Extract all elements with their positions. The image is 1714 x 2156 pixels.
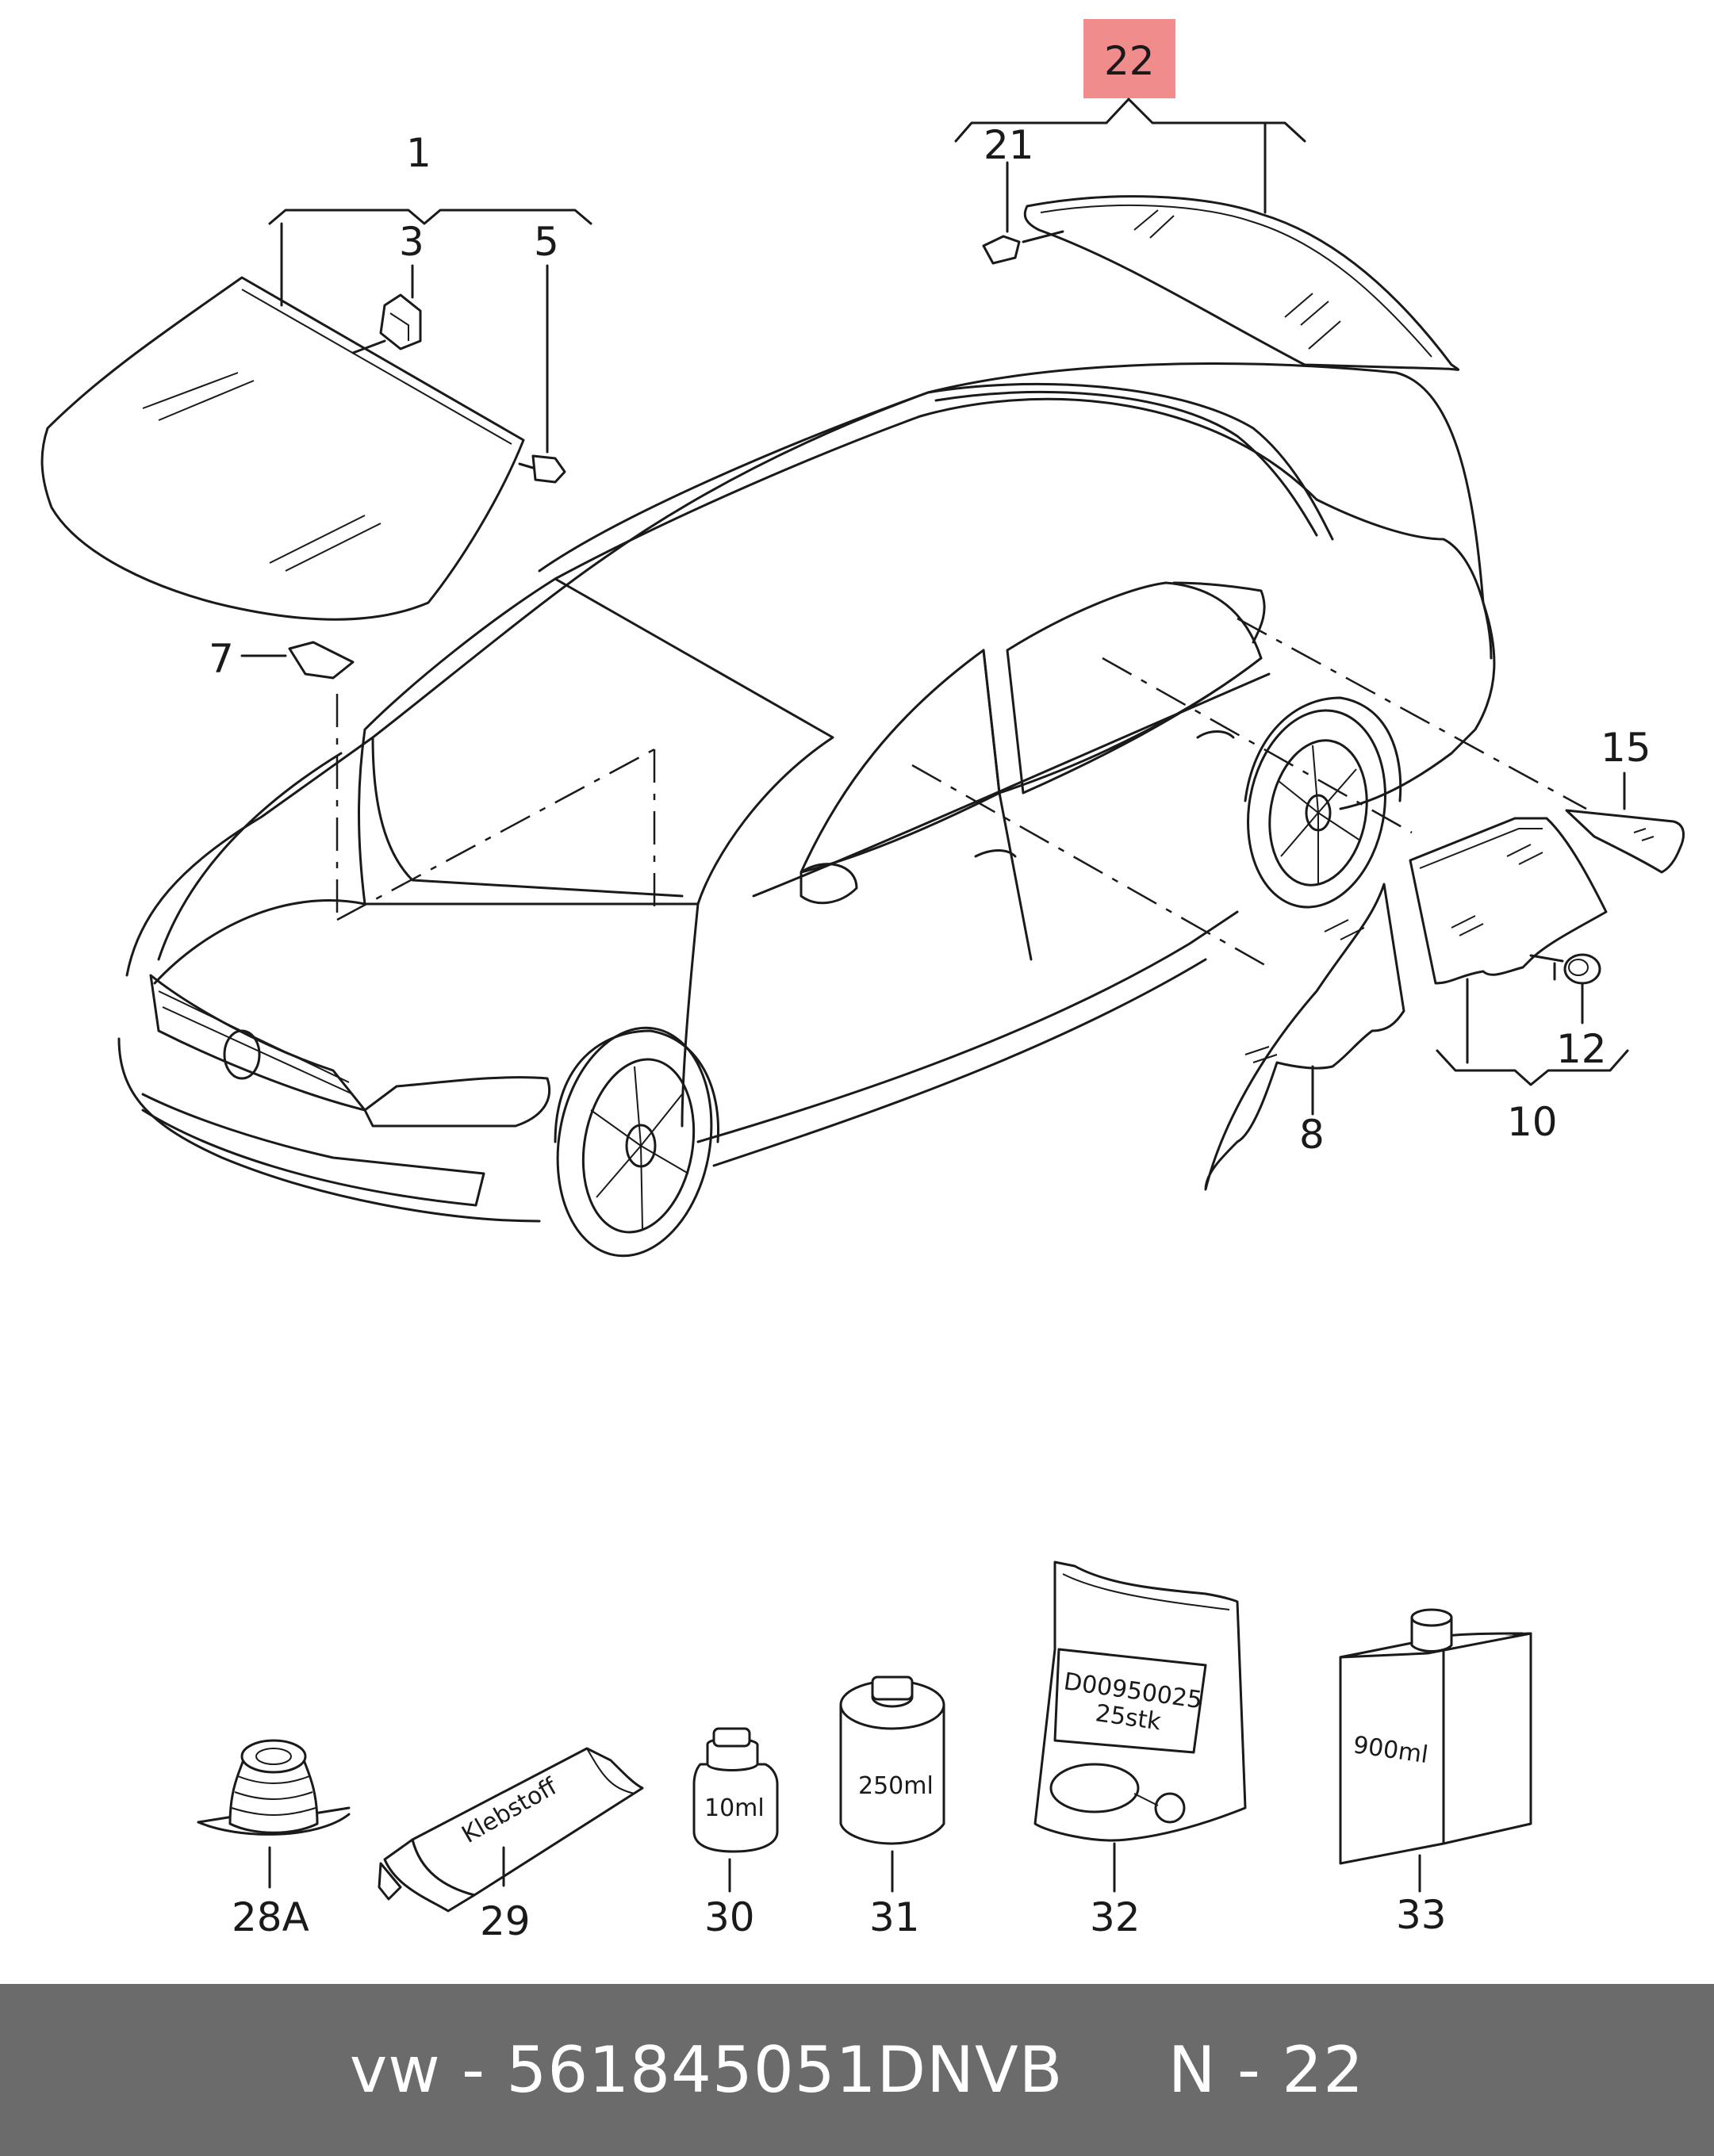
rear-window-part <box>1023 195 1460 371</box>
clip-21 <box>982 161 1064 265</box>
callout-5: 5 <box>534 219 559 265</box>
callout-33: 33 <box>1396 1892 1447 1938</box>
callout-7: 7 <box>209 636 234 682</box>
car-outline <box>117 362 1496 1258</box>
clip-5 <box>518 264 566 484</box>
tube-29: Klebstoff <box>378 1747 644 1913</box>
sensor-7 <box>240 641 355 680</box>
bush-12 <box>1529 953 1601 1024</box>
callout-1: 1 <box>406 130 431 176</box>
rear-door-glass-10 <box>1409 817 1608 1064</box>
callout-12: 12 <box>1556 1026 1607 1072</box>
front-door-glass-8 <box>1204 883 1405 1191</box>
callout-labels: 1 3 5 7 8 10 12 15 21 22 28A 29 30 31 32… <box>209 38 1651 1944</box>
callout-10: 10 <box>1507 1099 1558 1145</box>
leader-dash-lines <box>336 617 1587 969</box>
bracket-1 <box>268 209 592 307</box>
box-33: 900ml <box>1339 1608 1532 1893</box>
bracket-22 <box>954 98 1306 214</box>
callout-30: 30 <box>704 1894 755 1940</box>
callout-29: 29 <box>480 1898 531 1944</box>
bracket-10 <box>1436 1049 1629 1086</box>
can-31: 250ml <box>839 1675 945 1893</box>
highlight-box-22 <box>1083 19 1175 98</box>
callout-21: 21 <box>984 122 1034 168</box>
windshield-part <box>40 276 525 621</box>
bottle-label: 10ml <box>704 1794 765 1822</box>
callout-8: 8 <box>1299 1112 1325 1158</box>
can-label: 250ml <box>858 1772 934 1800</box>
part-number-caption: vw - 561845051DNVB N - 22 <box>349 2033 1365 2107</box>
callout-15: 15 <box>1601 725 1651 771</box>
parts-diagram: Klebstoff 10ml 250ml D00950025 25stk <box>40 19 1685 1944</box>
callout-31: 31 <box>869 1894 920 1940</box>
quarter-glass-15 <box>1565 772 1685 874</box>
grommet-28a <box>197 1739 351 1889</box>
clip-3 <box>351 264 422 354</box>
callout-28a: 28A <box>232 1894 309 1940</box>
callout-22: 22 <box>1104 38 1155 84</box>
callout-3: 3 <box>399 219 424 265</box>
callout-32: 32 <box>1090 1894 1141 1940</box>
bottle-30: 10ml <box>692 1727 779 1893</box>
footer-bar: vw - 561845051DNVB N - 22 <box>0 1984 1714 2156</box>
bag-32: D00950025 25stk <box>1033 1561 1247 1893</box>
